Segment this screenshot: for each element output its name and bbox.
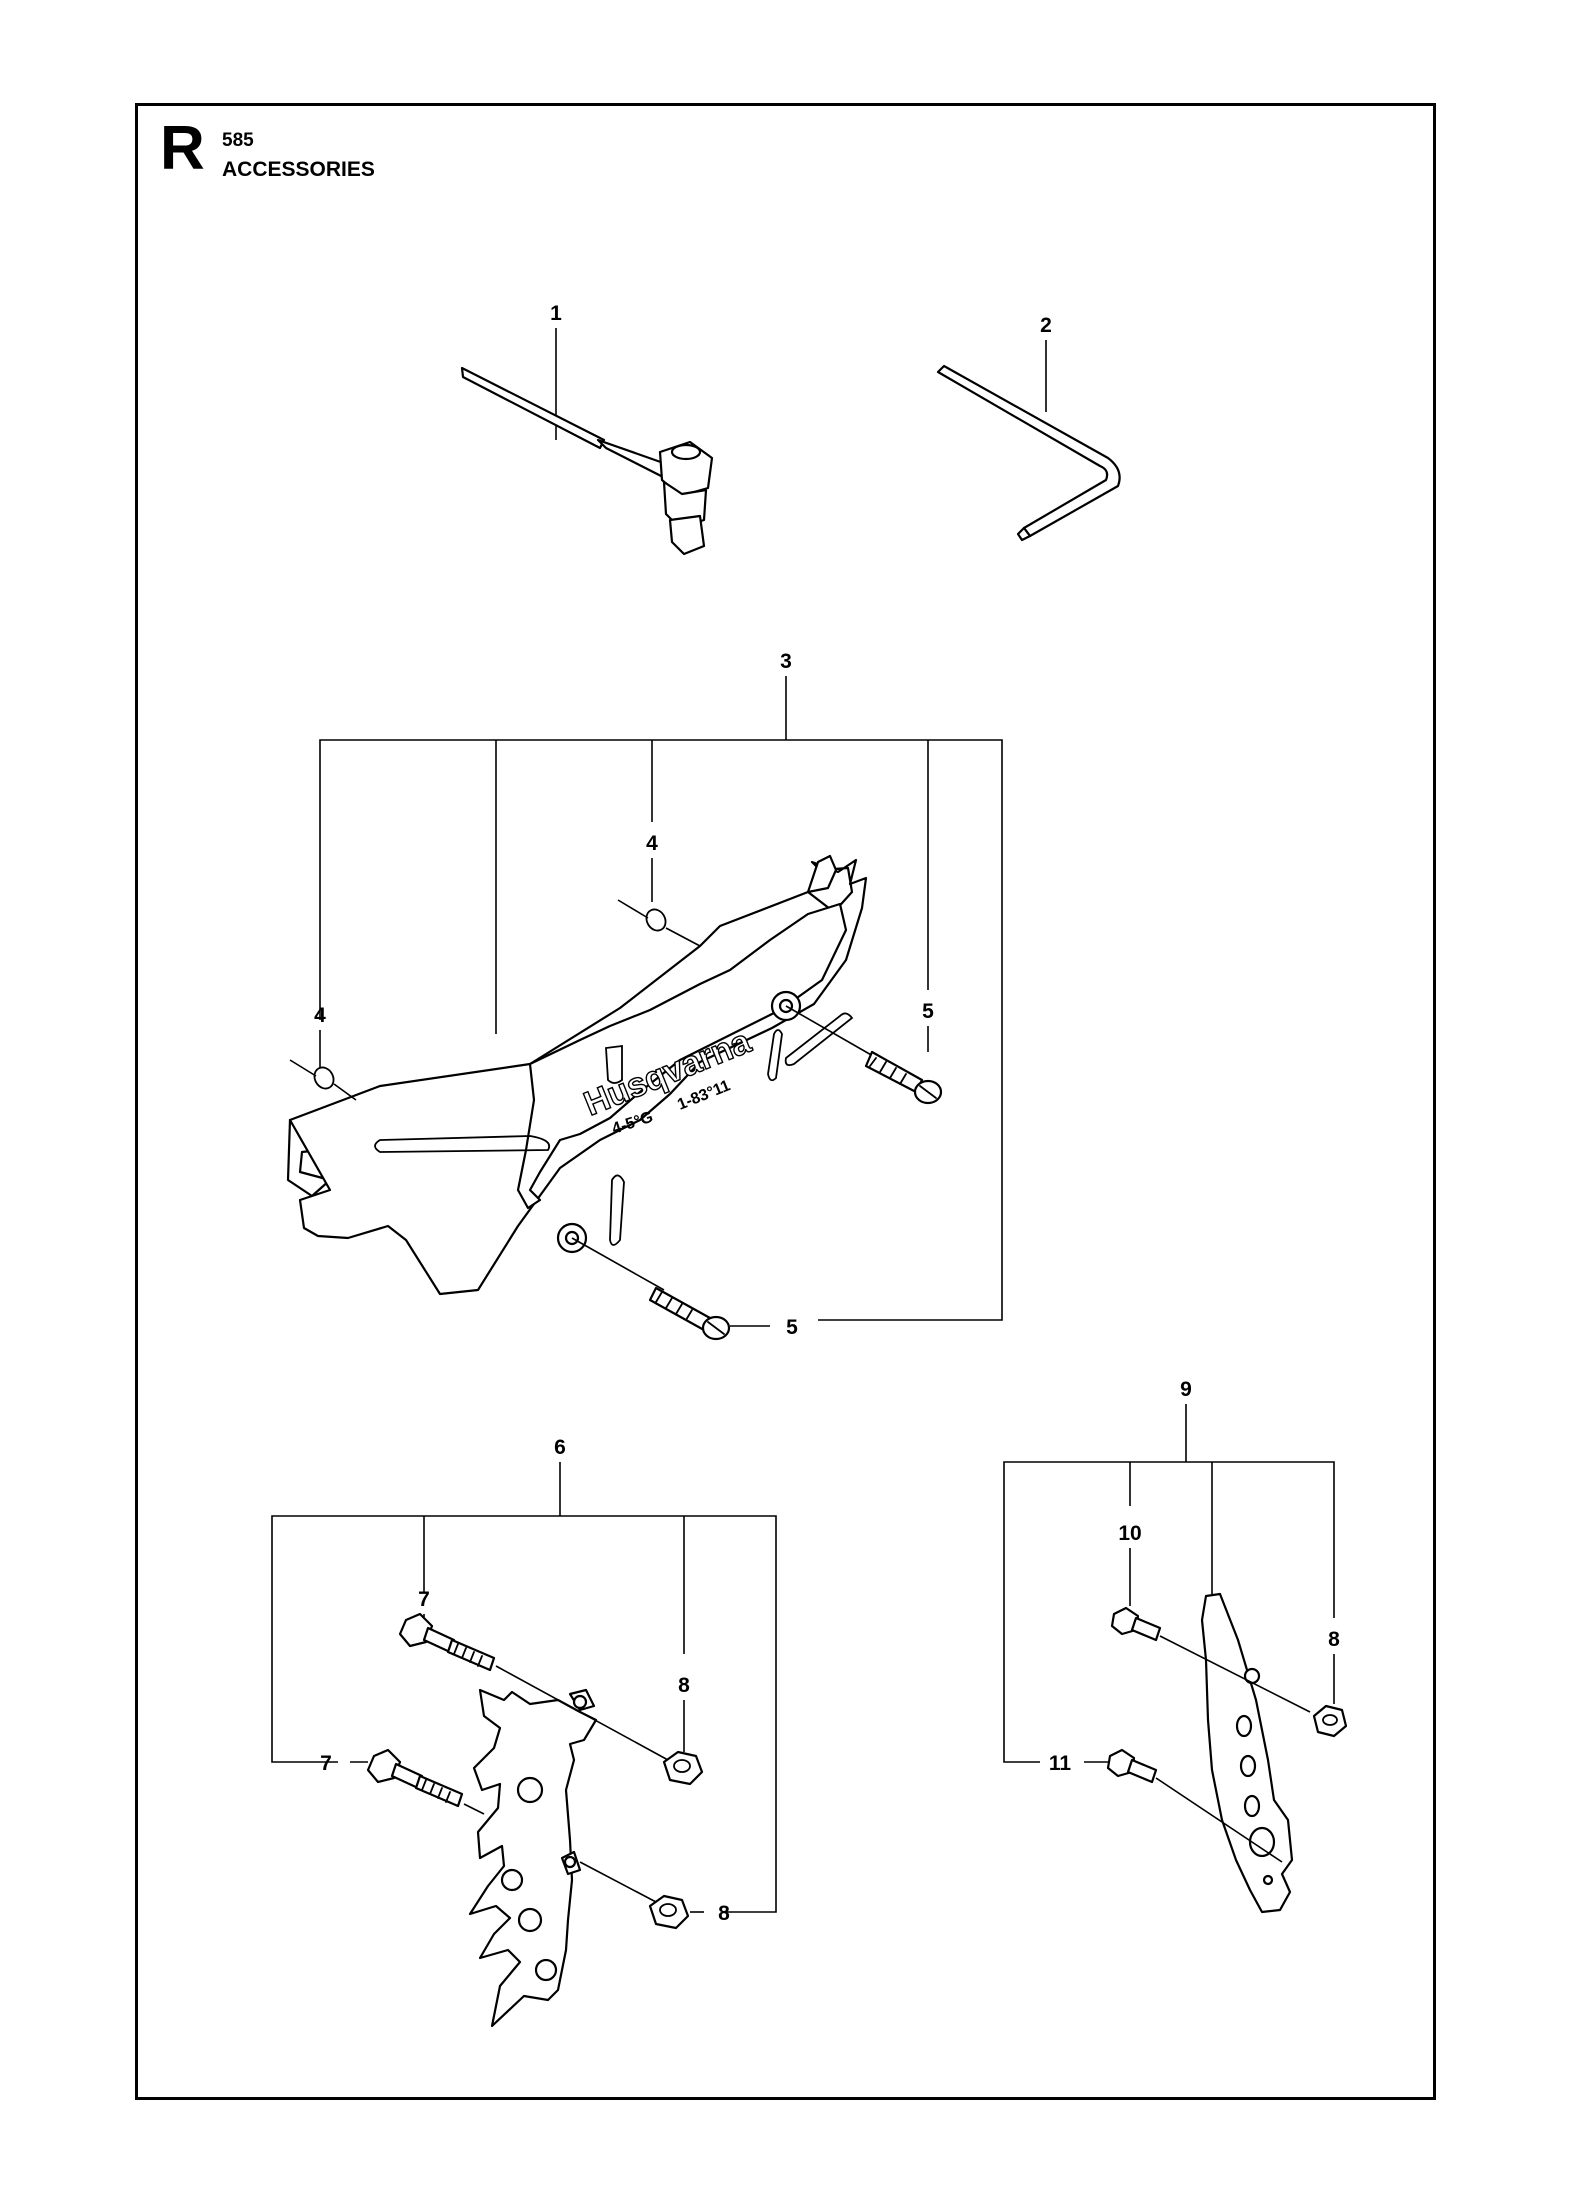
callout-3: 3 — [780, 650, 792, 673]
section-letter: R — [160, 114, 205, 183]
callout-11: 11 — [1049, 1752, 1072, 1775]
part-9-inner-bumper — [1003, 1404, 1335, 1914]
model-number: 585 — [222, 130, 254, 151]
callout-5-upper: 5 — [922, 1000, 934, 1023]
part-7-bolt-lower — [350, 1748, 657, 1903]
part-6-bumper-spike — [271, 1462, 777, 2028]
part-10-bolt — [1110, 1548, 1311, 1713]
part-4-o-ring-upper — [617, 858, 701, 947]
part-8-nut-inner-bumper — [1312, 1654, 1348, 1738]
callout-7-lower: 7 — [320, 1752, 332, 1775]
part-3-bar-cover: Husqvarna 4-5°G 1-83°11 — [286, 676, 1003, 1321]
part-5-screw-lower — [571, 1237, 770, 1341]
callout-1: 1 — [550, 302, 562, 325]
callout-9: 9 — [1180, 1378, 1192, 1401]
part-1-combination-spanner — [460, 328, 714, 556]
callout-2: 2 — [1040, 314, 1052, 337]
section-title: ACCESSORIES — [222, 158, 375, 181]
part-8-nut-lower — [648, 1894, 704, 1930]
part-8-nut-upper — [662, 1700, 704, 1786]
callout-4-lower: 4 — [314, 1004, 326, 1027]
callout-8-upper: 8 — [678, 1674, 690, 1697]
part-2-hex-key — [936, 340, 1121, 542]
callout-8-lower: 8 — [718, 1902, 730, 1925]
callout-5-lower: 5 — [786, 1316, 798, 1339]
page-frame — [135, 103, 1436, 2100]
callout-8-inner-bumper: 8 — [1328, 1628, 1340, 1651]
callout-7-upper: 7 — [418, 1588, 430, 1611]
callout-10: 10 — [1118, 1522, 1141, 1545]
part-7-bolt-upper — [398, 1612, 669, 1761]
part-4-o-ring-lower — [289, 1030, 357, 1101]
part-5-screw-upper — [785, 1005, 943, 1105]
callout-4-upper: 4 — [646, 832, 658, 855]
part-11-bolt — [1084, 1748, 1283, 1863]
callout-6: 6 — [554, 1436, 566, 1459]
